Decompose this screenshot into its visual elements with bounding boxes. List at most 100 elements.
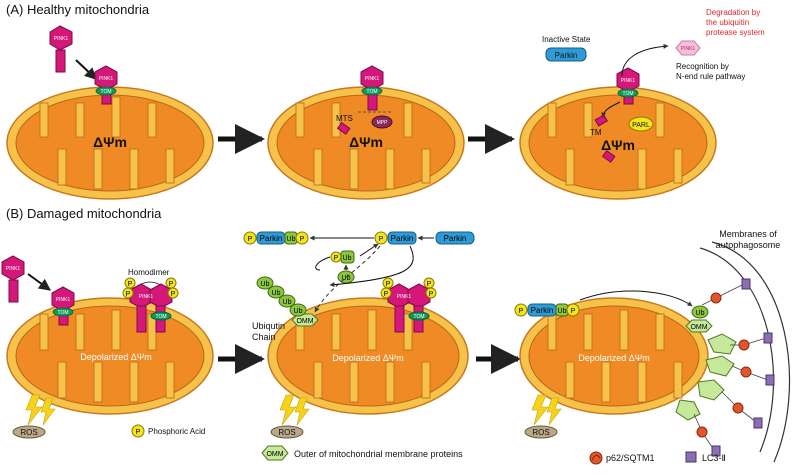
- svg-text:Ub: Ub: [343, 255, 352, 262]
- parkin-ub-p-complex-b3: P Parkin Ub P: [514, 303, 580, 317]
- phosphoric-acid-legend: P Phosphoric Acid: [131, 424, 205, 438]
- svg-text:TOM: TOM: [100, 89, 111, 95]
- svg-text:Phosphoric Acid: Phosphoric Acid: [148, 427, 205, 436]
- ros-badge-b1: ROS: [12, 425, 46, 439]
- svg-text:Parkin: Parkin: [555, 51, 578, 60]
- svg-text:Ub: Ub: [261, 281, 270, 288]
- svg-text:protease system: protease system: [706, 28, 765, 37]
- ubiquitin-chain-label: Ubiqutin: [252, 321, 285, 331]
- svg-text:the ubiquitin: the ubiquitin: [706, 18, 749, 27]
- recognition-text: Recognition by: [676, 62, 729, 71]
- parkin-inactive: Parkin: [545, 47, 587, 62]
- ros-badge-b3: ROS: [524, 425, 558, 439]
- mitochondrion-a1: ΔΨm: [6, 86, 214, 200]
- svg-text:Parkin: Parkin: [531, 306, 554, 315]
- lc3-icon: [711, 278, 775, 457]
- pink1-tom-a1: PINK1 TOM: [94, 65, 118, 105]
- svg-text:P: P: [169, 281, 174, 288]
- svg-text:OMM: OMM: [296, 318, 313, 325]
- svg-text:P: P: [136, 429, 141, 436]
- pink1-tom-b1: PINK1 TOM: [51, 286, 75, 326]
- svg-text:autophagosome: autophagosome: [716, 240, 781, 250]
- svg-text:P: P: [334, 255, 339, 262]
- membrane-potential-label: ΔΨm: [93, 134, 127, 150]
- ros-badge-b2: ROS: [270, 425, 304, 439]
- phospho-ub: P Ub Ub: [330, 250, 355, 284]
- svg-text:TOM: TOM: [622, 91, 633, 97]
- svg-text:PINK1: PINK1: [6, 266, 21, 272]
- svg-text:TM: TM: [590, 128, 602, 137]
- pink1-homodimer-b2: PINK1 TOM P P P P: [380, 277, 437, 333]
- svg-text:PINK1: PINK1: [365, 76, 380, 82]
- parkin-phosphorylated: P Parkin: [374, 231, 417, 245]
- depolarized-label: Depolarized ΔΨm: [80, 352, 152, 362]
- parkin-ub-p-complex-b2: P Parkin Ub P: [243, 231, 309, 245]
- svg-text:Ub: Ub: [287, 236, 296, 243]
- svg-text:p62/SQTM1: p62/SQTM1: [606, 453, 655, 463]
- svg-text:P: P: [300, 236, 305, 243]
- svg-text:MTS: MTS: [336, 114, 353, 123]
- pink1-free-b1: PINK1: [1, 255, 25, 303]
- svg-text:Parkin: Parkin: [444, 234, 467, 243]
- mitochondrion-a2: ΔΨm PINK1 TOM MPP MTS: [267, 65, 465, 200]
- svg-text:TOM: TOM: [366, 89, 377, 95]
- svg-text:Ub: Ub: [342, 275, 351, 282]
- svg-text:ROS: ROS: [20, 428, 37, 437]
- pink1-degraded: PINK1: [675, 40, 701, 56]
- svg-text:PINK1: PINK1: [99, 76, 114, 82]
- omm-protein-cluster: [675, 333, 737, 421]
- svg-text:P: P: [248, 236, 253, 243]
- svg-text:P: P: [384, 291, 389, 298]
- svg-text:P: P: [571, 308, 576, 315]
- mitochondrion-b3: Depolarized ΔΨm: [519, 297, 709, 415]
- ubiquitin-chain: OMM Ub Ub Ub Ub: [256, 276, 319, 327]
- panel-a-title: (A) Healthy mitochondria: [6, 2, 150, 17]
- svg-text:P: P: [427, 281, 432, 288]
- svg-text:OMM: OMM: [266, 451, 283, 458]
- ub-omm-b3: Ub OMM: [685, 305, 713, 333]
- svg-text:Ub: Ub: [696, 310, 705, 317]
- svg-text:TOM: TOM: [413, 314, 424, 320]
- svg-text:Outer of mitochondrial membran: Outer of mitochondrial membrane proteins: [294, 449, 463, 459]
- svg-text:P: P: [128, 281, 133, 288]
- svg-text:ROS: ROS: [532, 428, 549, 437]
- svg-text:PINK1: PINK1: [56, 297, 71, 303]
- svg-text:Depolarized ΔΨm: Depolarized ΔΨm: [332, 353, 404, 363]
- lightning-icon: [25, 394, 56, 426]
- svg-text:PINK1: PINK1: [139, 294, 154, 300]
- pink1-homodimer-b1: PINK1 TOM P P P P: [122, 277, 179, 333]
- svg-text:P: P: [429, 291, 434, 298]
- inactive-state-label: Inactive State: [542, 35, 591, 44]
- svg-text:P: P: [519, 308, 524, 315]
- svg-text:ΔΨm: ΔΨm: [349, 134, 383, 150]
- svg-text:MPP: MPP: [377, 120, 389, 126]
- svg-text:Ub: Ub: [558, 308, 567, 315]
- svg-text:N-end rule pathway: N-end rule pathway: [676, 72, 745, 81]
- svg-text:PINK1: PINK1: [681, 46, 696, 52]
- svg-text:PINK1: PINK1: [621, 78, 636, 84]
- svg-text:Ub: Ub: [294, 308, 303, 315]
- svg-text:Parkin: Parkin: [391, 234, 414, 243]
- svg-text:PINK1: PINK1: [54, 36, 69, 42]
- svg-text:PINK1: PINK1: [397, 294, 412, 300]
- svg-text:P: P: [386, 281, 391, 288]
- panel-b-title: (B) Damaged mitochondria: [6, 206, 162, 221]
- lightning-icon: [279, 394, 310, 426]
- autophagosome-label: Membranes of: [719, 229, 777, 239]
- p62-legend: p62/SQTM1: [589, 451, 655, 465]
- svg-text:Chain: Chain: [252, 332, 276, 342]
- lc3-legend: LC3-Ⅱ: [685, 451, 726, 463]
- omm-legend: OMM Outer of mitochondrial membrane prot…: [261, 445, 463, 461]
- svg-text:OMM: OMM: [690, 324, 707, 331]
- mitochondrion-a3: ΔΨm PINK1 TOM TM PARL: [519, 67, 717, 200]
- pink1-free-a1: PINK1: [49, 25, 73, 73]
- svg-text:Ub: Ub: [272, 290, 281, 297]
- svg-text:ROS: ROS: [278, 428, 295, 437]
- parkin-active-b: Parkin: [435, 231, 475, 245]
- svg-text:P: P: [126, 291, 131, 298]
- svg-text:P: P: [171, 291, 176, 298]
- svg-text:Depolarized ΔΨm: Depolarized ΔΨm: [578, 353, 650, 363]
- svg-text:LC3-Ⅱ: LC3-Ⅱ: [702, 453, 726, 463]
- svg-text:TOM: TOM: [155, 314, 166, 320]
